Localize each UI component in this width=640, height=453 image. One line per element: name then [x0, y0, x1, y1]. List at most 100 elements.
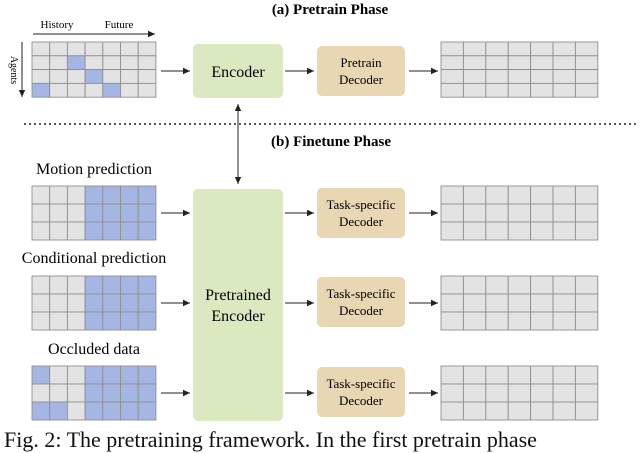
grid-cell: [440, 275, 464, 295]
occluded-decoder-label-2: Decoder: [339, 393, 384, 408]
grid-cell: [485, 365, 509, 385]
grid-cell: [530, 365, 554, 385]
grid-cell: [552, 185, 576, 205]
conditional-decoder-box: [317, 277, 405, 327]
grid-cell: [49, 82, 68, 98]
grid-cell: [552, 41, 576, 57]
masked-cell: [66, 55, 86, 71]
grid-cell: [574, 275, 599, 295]
conditional-prediction-label: Conditional prediction: [22, 250, 166, 267]
grid-cell: [137, 55, 157, 71]
grid-cell: [66, 69, 86, 84]
masked-cell: [102, 275, 121, 295]
grid-cell: [507, 69, 532, 84]
grid-cell: [485, 383, 509, 403]
grid-cell: [507, 383, 532, 403]
grid-cell: [102, 41, 121, 57]
grid-cell: [462, 221, 487, 241]
masked-cell: [84, 275, 104, 295]
masked-cell: [31, 401, 51, 421]
grid-cell: [120, 82, 139, 98]
grid-cell: [552, 203, 576, 223]
grid-cell: [462, 293, 487, 313]
masked-cell: [102, 365, 121, 385]
grid-cell: [574, 185, 599, 205]
grid-cell: [462, 401, 487, 421]
grid-cell: [66, 82, 86, 98]
grid-cell: [440, 221, 464, 241]
grid-cell: [530, 55, 554, 71]
masked-cell: [137, 311, 157, 331]
grid-cell: [462, 69, 487, 84]
grid-cell: [485, 69, 509, 84]
motion-input-grid: [31, 185, 157, 241]
grid-cell: [507, 203, 532, 223]
masked-cell: [137, 401, 157, 421]
grid-cell: [440, 82, 464, 98]
masked-cell: [102, 293, 121, 313]
masked-cell: [102, 311, 121, 331]
grid-cell: [462, 365, 487, 385]
grid-cell: [49, 221, 68, 241]
grid-cell: [574, 55, 599, 71]
grid-cell: [66, 383, 86, 403]
grid-cell: [530, 82, 554, 98]
grid-cell: [552, 365, 576, 385]
grid-cell: [485, 401, 509, 421]
grid-cell: [574, 311, 599, 331]
grid-cell: [66, 365, 86, 385]
occluded-decoder-label-1: Task-specific: [326, 376, 395, 391]
conditional-decoder-label-1: Task-specific: [326, 286, 395, 301]
grid-cell: [137, 69, 157, 84]
grid-cell: [462, 185, 487, 205]
grid-cell: [31, 55, 51, 71]
finetune-phase-title: (b) Finetune Phase: [271, 134, 391, 150]
conditional-output-grid: [440, 275, 599, 331]
grid-cell: [49, 275, 68, 295]
pretrained-encoder-box: [193, 189, 283, 421]
future-label: Future: [105, 19, 134, 31]
occluded-decoder-box: [317, 367, 405, 417]
masked-cell: [137, 275, 157, 295]
grid-cell: [462, 82, 487, 98]
grid-cell: [485, 275, 509, 295]
masked-cell: [102, 203, 121, 223]
grid-cell: [440, 365, 464, 385]
pretrained-encoder-label-1: Pretrained: [205, 287, 271, 304]
grid-cell: [507, 55, 532, 71]
grid-cell: [552, 401, 576, 421]
grid-cell: [507, 401, 532, 421]
grid-cell: [552, 383, 576, 403]
masked-cell: [31, 365, 51, 385]
grid-cell: [137, 41, 157, 57]
grid-cell: [49, 41, 68, 57]
masked-cell: [137, 293, 157, 313]
grid-cell: [507, 82, 532, 98]
masked-cell: [84, 221, 104, 241]
grid-cell: [84, 55, 104, 71]
grid-cell: [440, 311, 464, 331]
masked-cell: [120, 365, 139, 385]
grid-cell: [66, 275, 86, 295]
grid-cell: [507, 311, 532, 331]
grid-cell: [462, 275, 487, 295]
masked-cell: [137, 365, 157, 385]
grid-cell: [66, 311, 86, 331]
grid-cell: [462, 55, 487, 71]
motion-decoder-label-1: Task-specific: [326, 197, 395, 212]
agents-label: Agents: [8, 56, 19, 84]
masked-cell: [120, 203, 139, 223]
motion-decoder-box: [317, 188, 405, 238]
grid-cell: [49, 311, 68, 331]
encoder-box: [193, 44, 283, 98]
grid-cell: [49, 55, 68, 71]
grid-cell: [530, 185, 554, 205]
grid-cell: [507, 41, 532, 57]
masked-cell: [120, 383, 139, 403]
pretrain-output-grid: [440, 41, 599, 98]
masked-cell: [84, 401, 104, 421]
grid-cell: [66, 221, 86, 241]
masked-cell: [120, 311, 139, 331]
pretrain-decoder-label-2: Decoder: [339, 72, 384, 87]
grid-cell: [485, 41, 509, 57]
